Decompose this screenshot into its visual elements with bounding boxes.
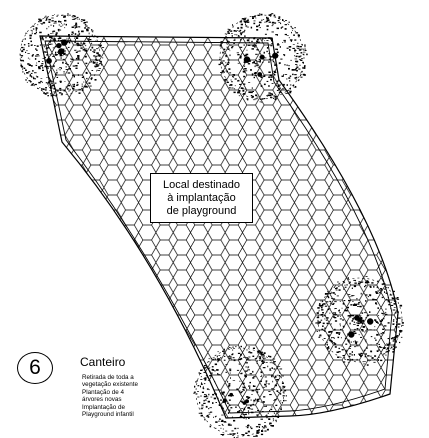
legend-number: 6 [29,356,41,379]
legend-note-line: Implantação de [82,403,126,411]
legend-notes: Retirada de toda a vegetação existente P… [82,374,174,438]
legend-note-line: Retirada de toda a [82,374,134,381]
hexagon-paving [40,36,398,418]
legend-number-badge: 6 [17,352,53,384]
playground-label-line-3: de playground [166,204,237,217]
playground-label-line-2: à implantação [167,191,236,204]
playground-label-line-1: Local destinado [162,178,241,191]
legend-note-line: árvores novas [82,396,122,404]
tree-canopy-icon [315,276,404,366]
legend-note-line: Playground infantil [82,411,134,419]
legend-note-line: Plantação de 4 [82,388,125,396]
planter-outer-border [39,35,399,419]
trees-layer [19,13,404,438]
legend-title: Canteiro [80,355,126,369]
tree-canopy-icon [193,345,287,438]
playground-area-label: Local destinado à implantação de playgro… [150,173,253,223]
tree-canopy-icon [19,13,105,97]
legend-note-line: vegetação existente [82,381,139,389]
planter-inner-border [44,40,393,414]
tree-canopy-icon [218,13,308,103]
